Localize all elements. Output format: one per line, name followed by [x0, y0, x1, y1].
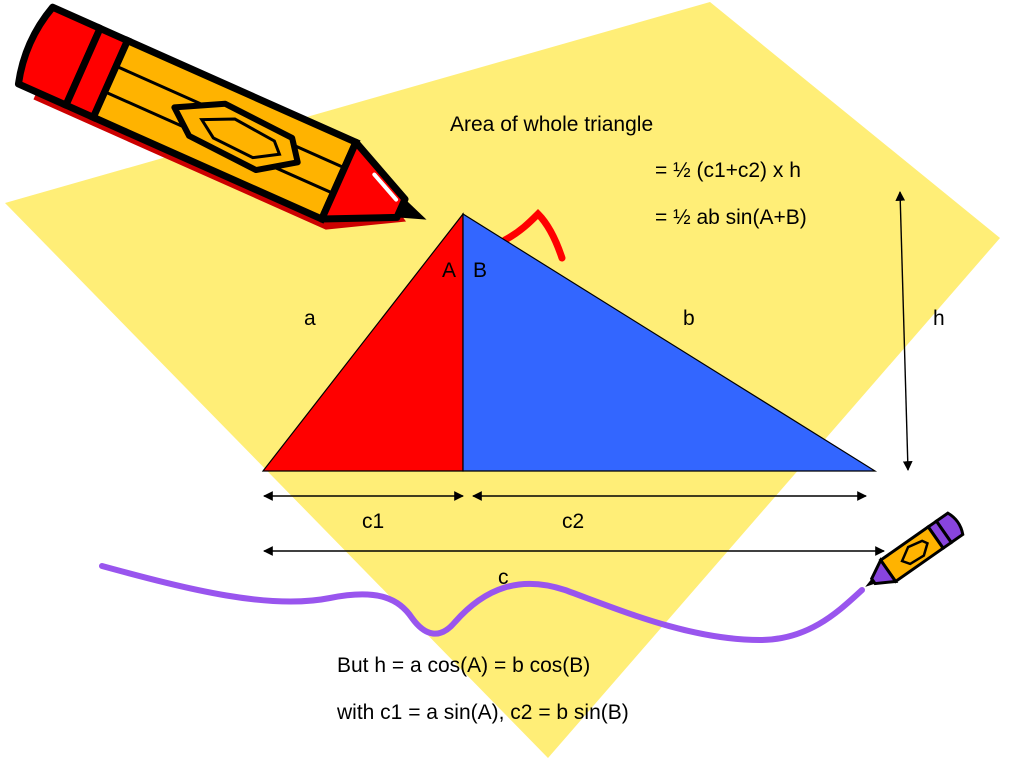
title-label: Area of whole triangle	[450, 113, 653, 136]
c2-label: c2	[562, 510, 584, 533]
note-line-1: But h = a cos(A) = b cos(B)	[337, 654, 590, 677]
angle-b-label: B	[473, 259, 487, 282]
large-pencil-icon	[14, 3, 427, 230]
c1-label: c1	[362, 510, 384, 533]
note-line-2: with c1 = a sin(A), c2 = b sin(B)	[336, 701, 629, 724]
side-b-label: b	[683, 307, 695, 330]
small-pencil-icon	[865, 511, 965, 587]
c-label: c	[498, 566, 509, 589]
height-arrow	[895, 191, 913, 471]
equation-line-2: = ½ ab sin(A+B)	[655, 206, 807, 229]
purple-wavy-line	[99, 563, 865, 644]
side-a-label: a	[304, 307, 316, 330]
right-triangle	[462, 212, 878, 472]
height-label: h	[933, 307, 945, 330]
angle-a-label: A	[442, 259, 456, 282]
red-squiggle	[501, 209, 566, 262]
equation-line-1: = ½ (c1+c2) x h	[655, 159, 801, 182]
